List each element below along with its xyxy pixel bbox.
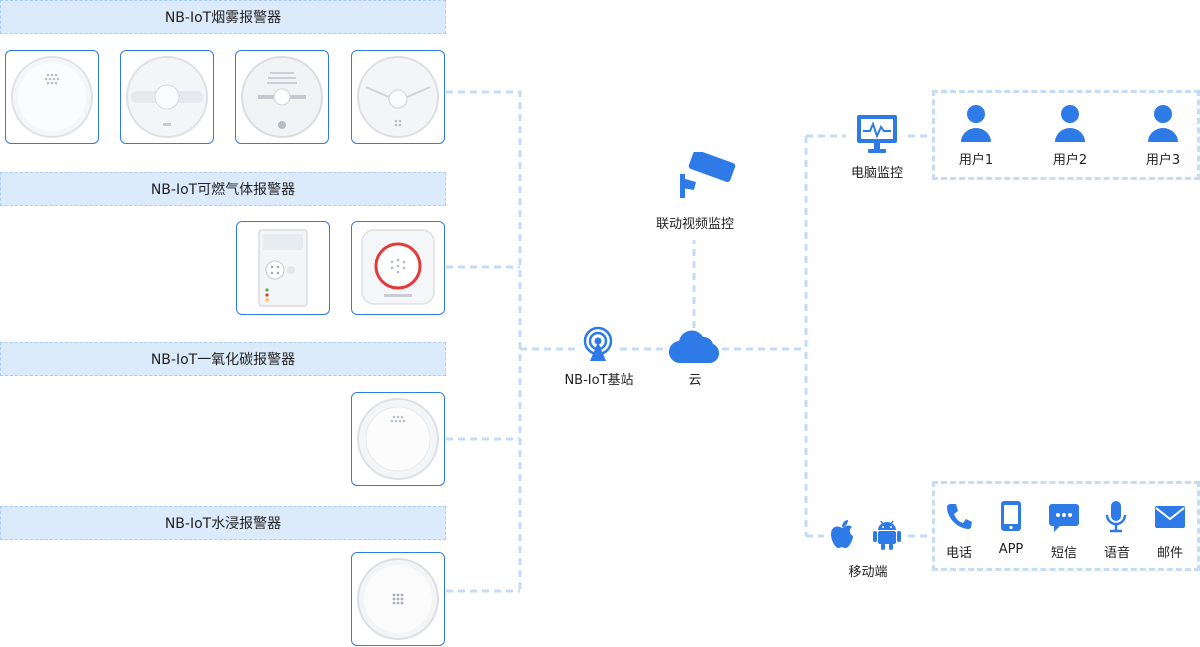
mobile-label: 移动端 xyxy=(848,565,888,580)
user-2-label: 用户2 xyxy=(1052,153,1088,168)
antenna-icon xyxy=(582,326,614,366)
cloud-label: 云 xyxy=(688,373,702,388)
base-station-label: NB-IoT基站 xyxy=(564,373,634,388)
camera-icon xyxy=(678,149,736,206)
water-detector[interactable] xyxy=(351,552,445,646)
gas-detector-1[interactable] xyxy=(236,221,330,315)
users-panel xyxy=(932,90,1200,180)
user-icon[interactable] xyxy=(1054,104,1086,146)
android-icon xyxy=(873,518,901,554)
smoke-detector-2[interactable] xyxy=(120,50,214,144)
phone-icon[interactable] xyxy=(945,502,973,534)
user-icon[interactable] xyxy=(1147,104,1179,146)
group-smoke-title: NB-IoT烟雾报警器 xyxy=(0,0,446,34)
sms-label: 短信 xyxy=(1050,546,1077,561)
monitor-icon xyxy=(856,114,898,158)
mail-label: 邮件 xyxy=(1156,546,1183,561)
link-smoke xyxy=(446,90,522,591)
group-gas-label: NB-IoT可燃气体报警器 xyxy=(150,182,296,198)
group-co-title: NB-IoT一氧化碳报警器 xyxy=(0,342,446,376)
pc-label: 电脑监控 xyxy=(850,166,903,181)
group-water-label: NB-IoT水浸报警器 xyxy=(164,516,282,532)
video-label: 联动视频监控 xyxy=(655,217,734,232)
group-co-label: NB-IoT一氧化碳报警器 xyxy=(150,352,296,368)
smoke-detector-1[interactable] xyxy=(5,50,99,144)
user-icon[interactable] xyxy=(960,104,992,146)
phone-label: 电话 xyxy=(945,546,972,561)
cloud-icon xyxy=(668,330,721,368)
apple-icon xyxy=(829,519,855,553)
group-smoke-label: NB-IoT烟雾报警器 xyxy=(164,10,282,26)
co-detector[interactable] xyxy=(351,392,445,486)
microphone-icon[interactable] xyxy=(1105,500,1127,538)
notify-panel xyxy=(932,481,1200,571)
app-label: APP xyxy=(998,542,1024,557)
group-water-title: NB-IoT水浸报警器 xyxy=(0,506,446,540)
smoke-detector-3[interactable] xyxy=(235,50,329,144)
voice-label: 语音 xyxy=(1103,546,1130,561)
mail-icon[interactable] xyxy=(1154,505,1186,533)
user-1-label: 用户1 xyxy=(958,153,994,168)
gas-detector-2[interactable] xyxy=(351,221,445,315)
chat-icon[interactable] xyxy=(1048,503,1080,537)
user-3-label: 用户3 xyxy=(1145,153,1181,168)
mobile-icon[interactable] xyxy=(1000,500,1022,536)
smoke-detector-4[interactable] xyxy=(351,50,445,144)
group-gas-title: NB-IoT可燃气体报警器 xyxy=(0,172,446,206)
